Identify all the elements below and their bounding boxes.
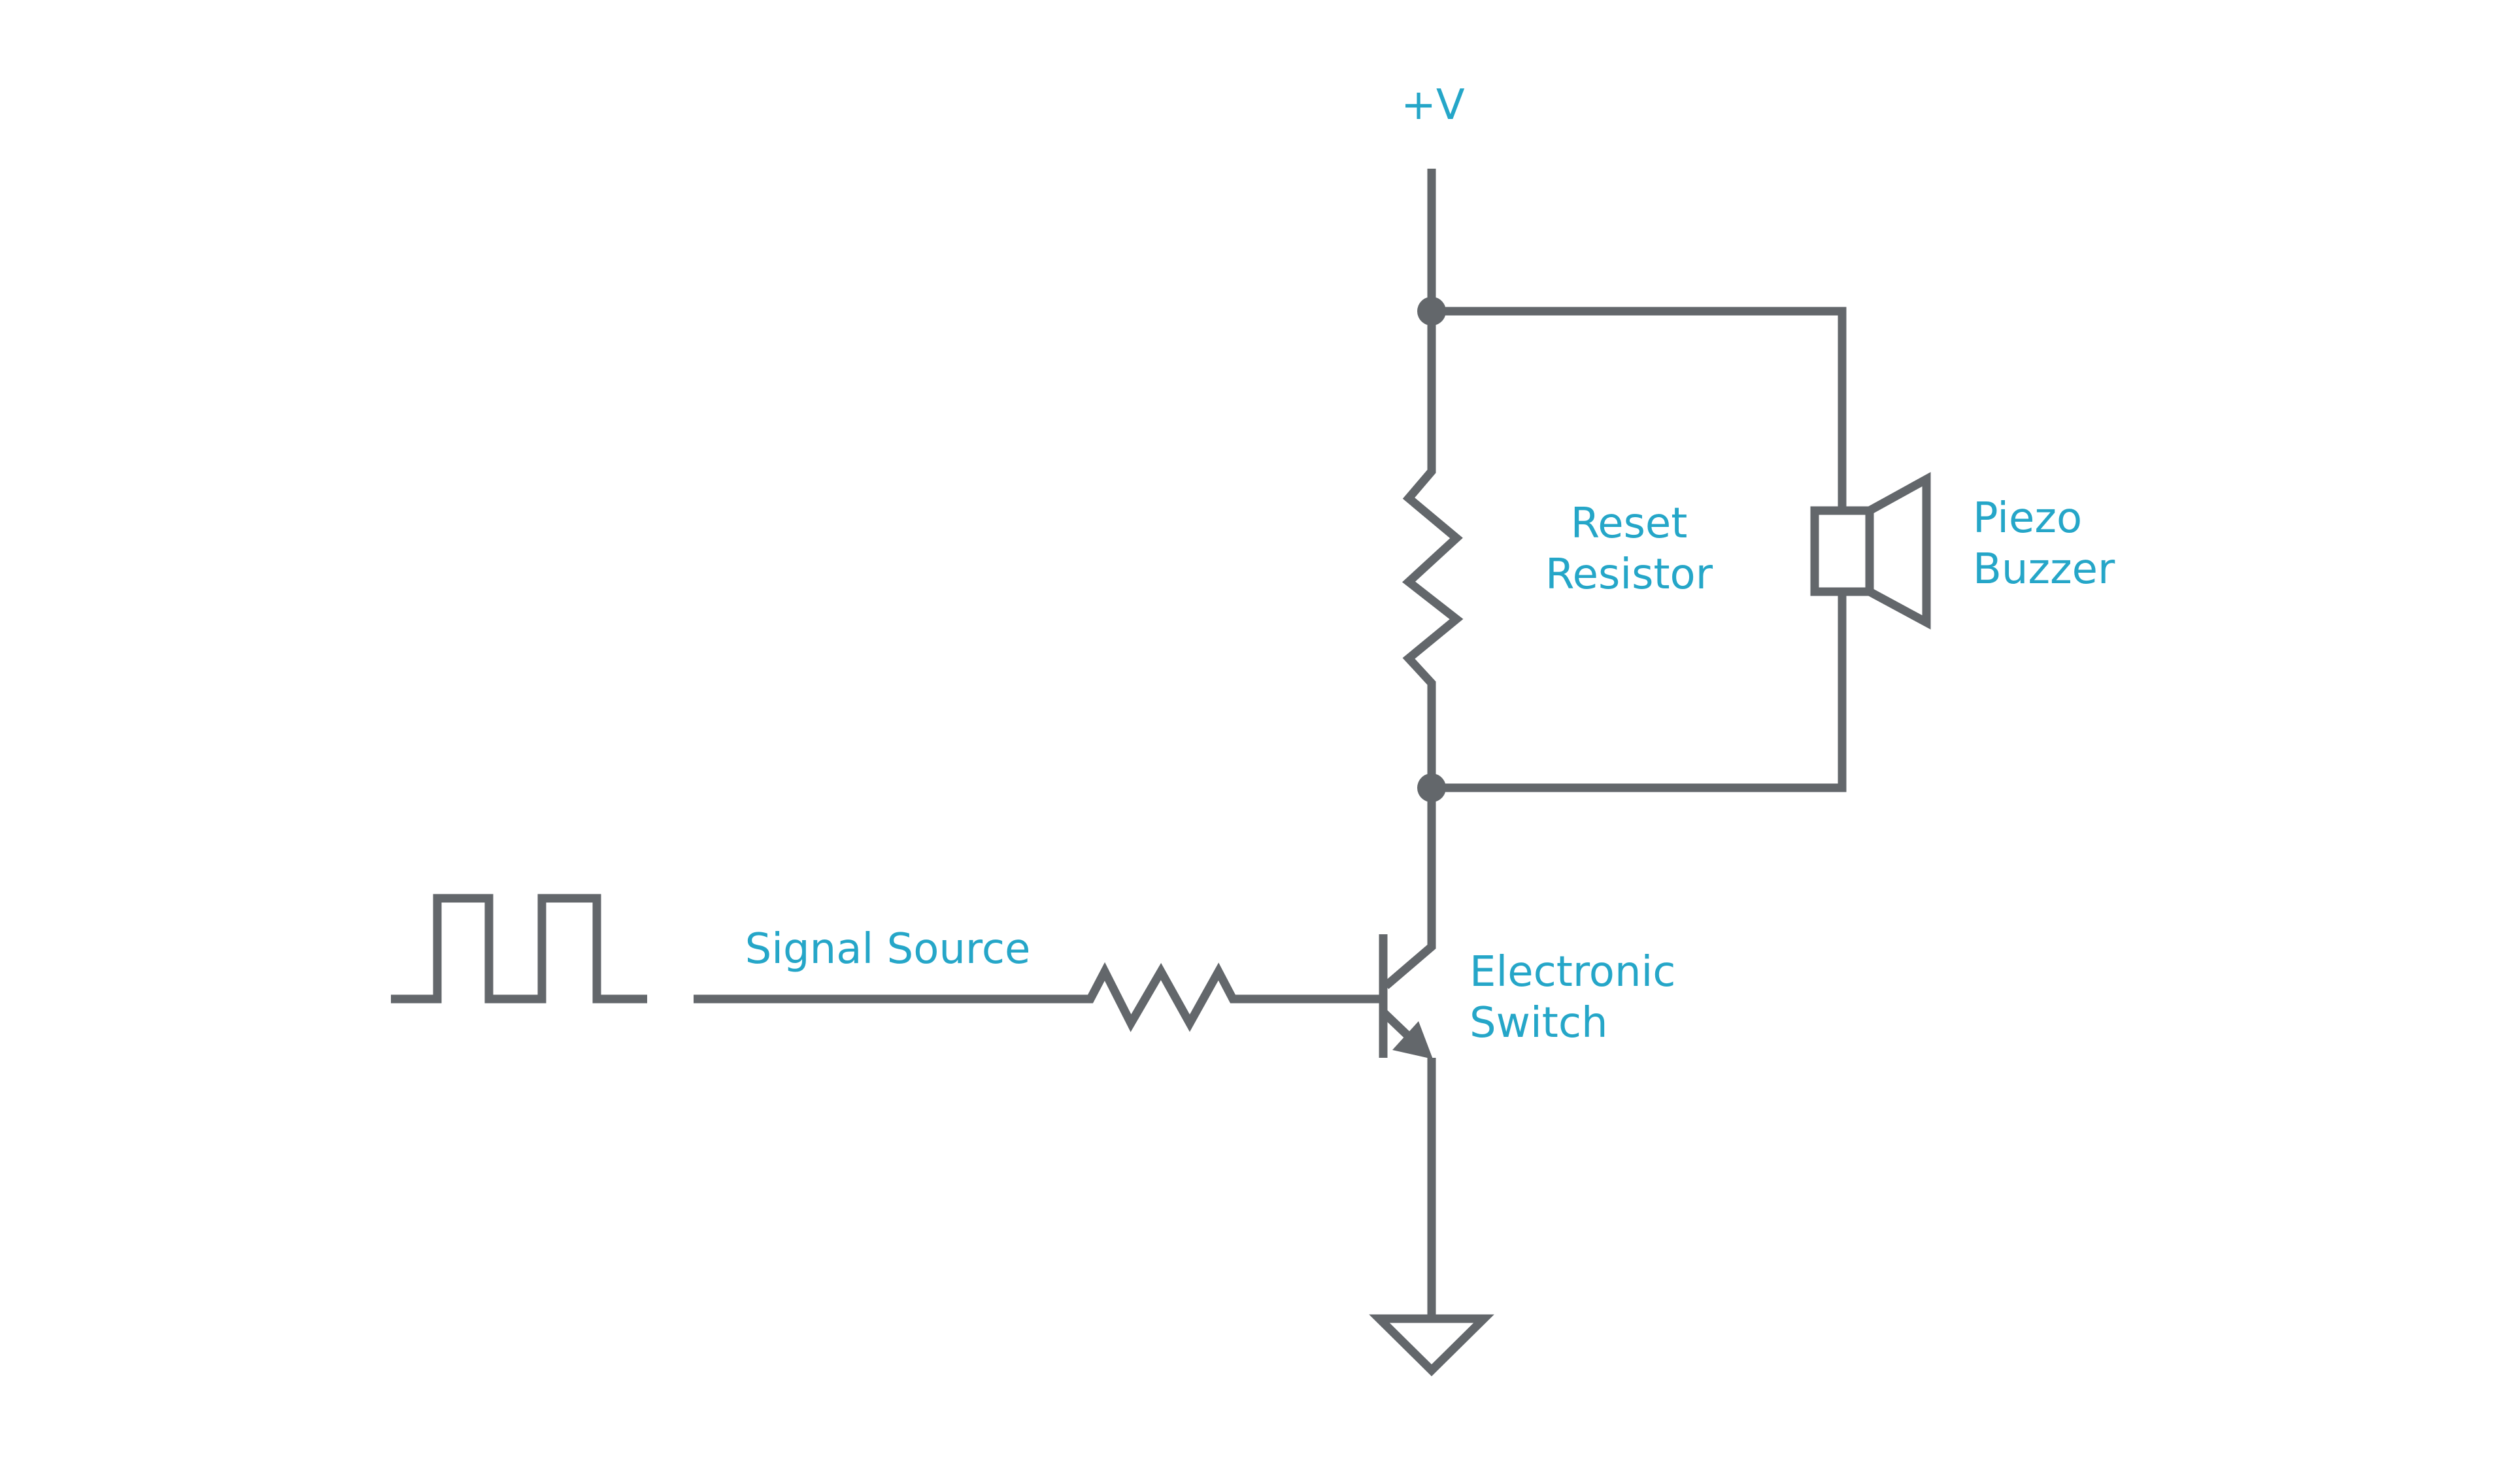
reset-resistor-symbol xyxy=(1402,311,1464,788)
buzzer-body xyxy=(1810,506,1874,596)
base-resistor-symbol xyxy=(694,962,1383,1032)
collector-wire xyxy=(1383,788,1436,989)
square-wave-icon xyxy=(391,894,647,1004)
reset-resistor-label-line2: Resistor xyxy=(1545,550,1713,599)
electronic-switch-label-line1: Electronic xyxy=(1470,948,1675,996)
supply-label: +V xyxy=(1401,81,1465,129)
buzzer-top-wire xyxy=(1432,307,1847,511)
electronic-switch-label-line2: Switch xyxy=(1470,999,1608,1047)
ground-icon xyxy=(1369,1314,1494,1377)
signal-source-label: Signal Source xyxy=(745,925,1031,973)
piezo-buzzer-label-line2: Buzzer xyxy=(1973,545,2115,594)
piezo-buzzer-label-line1: Piezo xyxy=(1973,494,2082,543)
reset-resistor-label-line1: Reset xyxy=(1571,499,1688,548)
emitter-arrow-icon xyxy=(1392,1021,1433,1059)
buzzer-bottom-wire xyxy=(1432,592,1847,792)
buzzer-horn xyxy=(1867,471,1931,630)
piezo-buzzer-symbol xyxy=(1810,471,1931,630)
